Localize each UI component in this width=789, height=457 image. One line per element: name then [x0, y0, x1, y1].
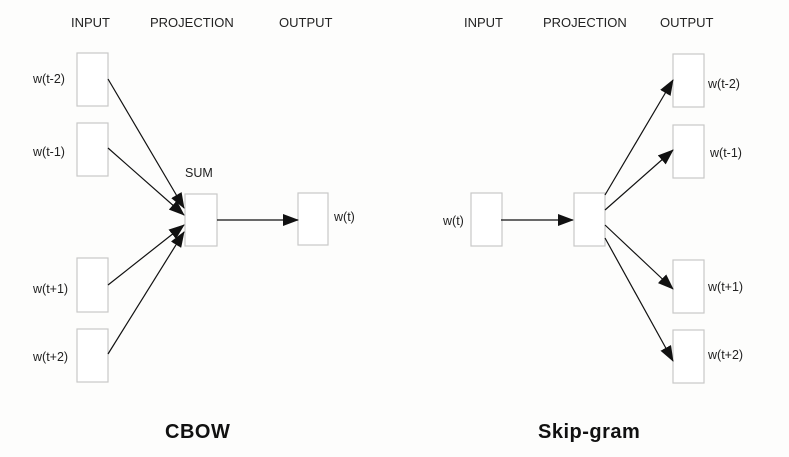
skipgram-diagram: INPUT PROJECTION OUTPUT w(t) w(t-2) w(t-… — [442, 15, 743, 443]
skipgram-header-projection: PROJECTION — [543, 15, 627, 30]
skipgram-output-label: w(t+2) — [707, 348, 743, 362]
skipgram-edge-arrow — [604, 79, 674, 196]
skipgram-projection-box — [573, 192, 606, 247]
cbow-edge-arrow — [107, 231, 185, 355]
skipgram-output-node: w(t-2) — [672, 53, 740, 108]
skipgram-output-box — [672, 329, 705, 384]
skipgram-header-input: INPUT — [464, 15, 503, 30]
cbow-projection-box — [184, 193, 218, 247]
cbow-input-box — [76, 122, 109, 177]
skipgram-input-label: w(t) — [442, 214, 464, 228]
cbow-title: CBOW — [165, 421, 230, 443]
cbow-input-node: w(t+2) — [32, 328, 109, 383]
skipgram-edge-arrow — [604, 224, 674, 290]
cbow-input-label: w(t+1) — [32, 282, 68, 296]
skipgram-title: Skip-gram — [538, 421, 640, 443]
skipgram-output-box — [672, 53, 705, 108]
cbow-edge-arrow — [107, 78, 185, 209]
cbow-edge-arrow — [107, 224, 185, 286]
skipgram-output-node: w(t+1) — [672, 259, 743, 314]
skipgram-header-output: OUTPUT — [660, 15, 714, 30]
skipgram-output-node: w(t-1) — [672, 124, 742, 179]
cbow-input-label: w(t+2) — [32, 350, 68, 364]
cbow-input-box — [76, 52, 109, 107]
cbow-input-label: w(t-1) — [32, 145, 65, 159]
cbow-input-box — [76, 257, 109, 313]
cbow-header-input: INPUT — [71, 15, 110, 30]
cbow-input-node: w(t+1) — [32, 257, 109, 313]
skipgram-edge-arrow — [604, 237, 674, 362]
cbow-header-output: OUTPUT — [279, 15, 333, 30]
skipgram-output-box — [672, 124, 705, 179]
cbow-input-box — [76, 328, 109, 383]
cbow-input-node: w(t-1) — [32, 122, 109, 177]
skipgram-output-label: w(t+1) — [707, 280, 743, 294]
skipgram-output-label: w(t-2) — [707, 77, 740, 91]
cbow-input-label: w(t-2) — [32, 72, 65, 86]
cbow-input-node: w(t-2) — [32, 52, 109, 107]
skipgram-input-box — [470, 192, 503, 247]
skipgram-output-node: w(t+2) — [672, 329, 743, 384]
cbow-edge-arrow — [107, 147, 185, 216]
cbow-output-label: w(t) — [333, 210, 355, 224]
skipgram-output-label: w(t-1) — [709, 146, 742, 160]
cbow-projection-label: SUM — [185, 166, 213, 180]
cbow-header-projection: PROJECTION — [150, 15, 234, 30]
skipgram-edge-arrow — [604, 149, 674, 211]
cbow-output-box — [297, 192, 329, 246]
cbow-diagram: INPUT PROJECTION OUTPUT w(t-2) w(t-1) w(… — [32, 15, 355, 443]
skipgram-output-box — [672, 259, 705, 314]
